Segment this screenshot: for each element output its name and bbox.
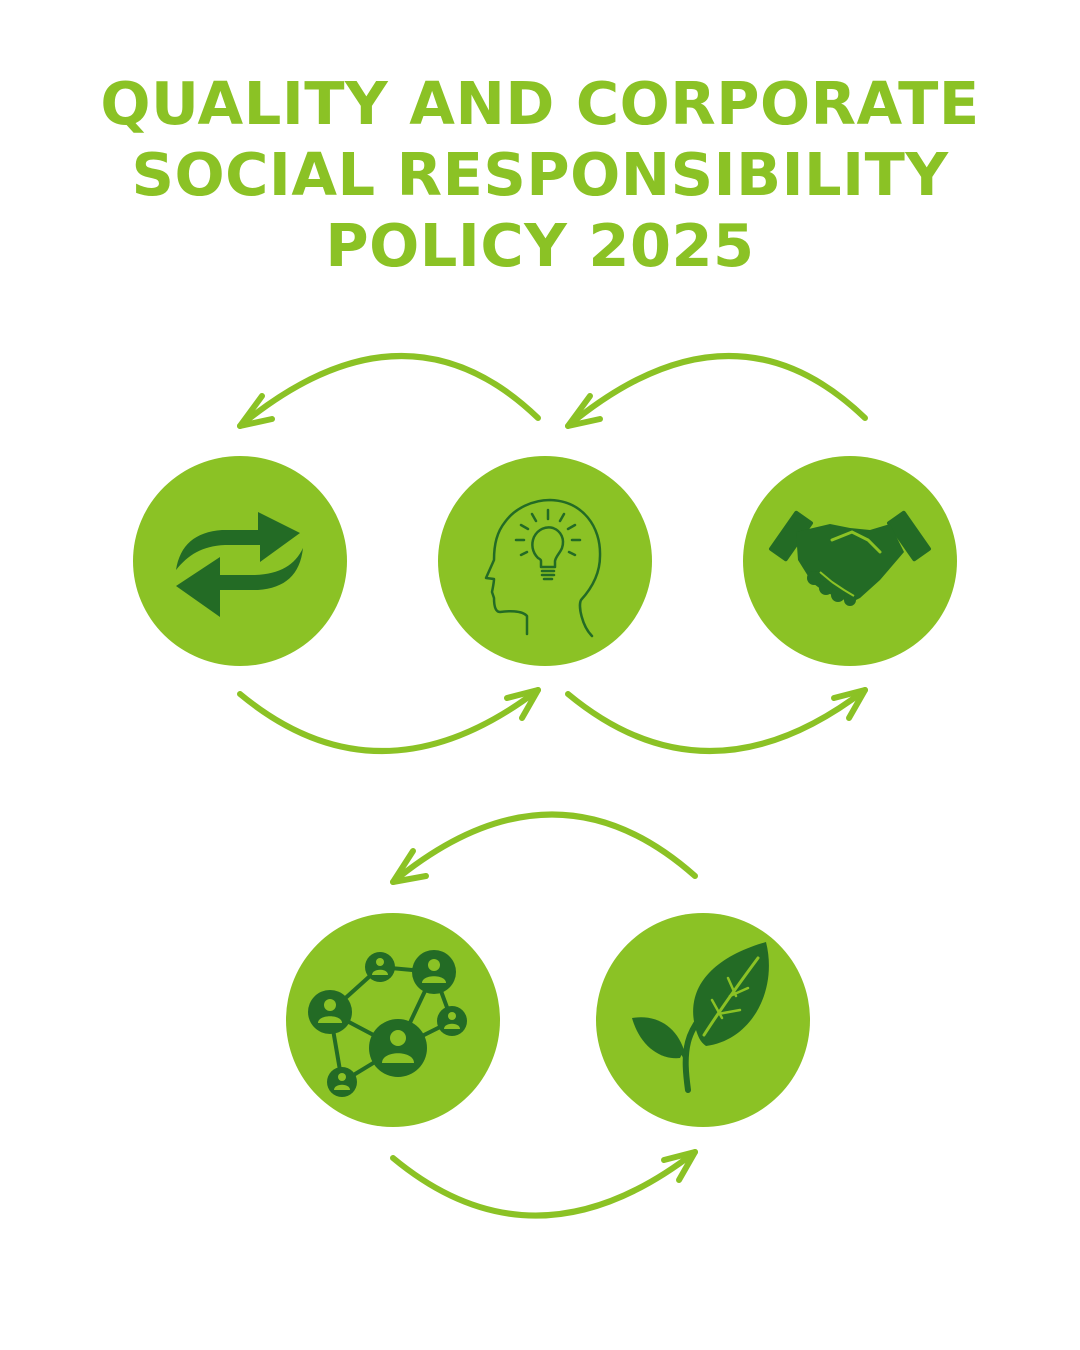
arrow-bottom-left [237,687,541,754]
title-line-3: POLICY 2025 [325,211,755,280]
arrow-lower-bottom [390,1149,698,1219]
handshake-icon [769,510,931,606]
arrow-lower-top [390,811,698,885]
sprout-leaf-icon [632,942,769,1093]
people-network-icon [308,950,467,1097]
title-line-1: QUALITY AND CORPORATE [100,69,980,138]
arrow-top-left [237,353,541,429]
circle-innovation [438,456,652,666]
circle-exchange [133,456,347,666]
page-title: QUALITY AND CORPORATE SOCIAL RESPONSIBIL… [0,68,1080,281]
arrow-top-right [565,353,868,429]
arrow-bottom-right [565,687,868,754]
head-lightbulb-icon [484,498,602,638]
title-line-2: SOCIAL RESPONSIBILITY [131,140,949,209]
exchange-arrows-icon [176,512,303,617]
